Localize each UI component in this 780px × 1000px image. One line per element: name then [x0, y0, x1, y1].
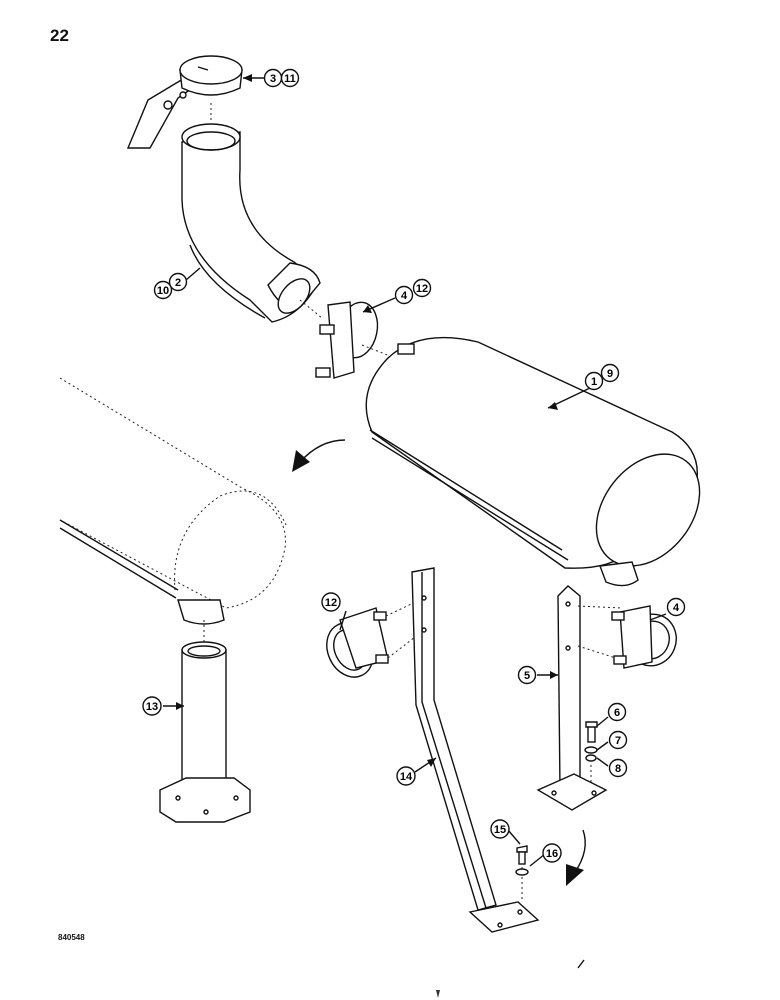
svg-text:12: 12 [416, 283, 428, 295]
drawing-code: 840548 [58, 933, 85, 942]
svg-text:10: 10 [157, 285, 169, 297]
callout-14: 14 [396, 766, 416, 786]
svg-text:11: 11 [284, 73, 296, 85]
callout-16: 16 [542, 843, 562, 863]
callout-7: 7 [608, 730, 628, 750]
svg-text:3: 3 [270, 73, 276, 85]
leader-lines [163, 74, 667, 867]
svg-text:5: 5 [524, 670, 530, 682]
callout-8: 8 [608, 758, 628, 778]
scan-artifacts [436, 959, 585, 998]
callout-15: 15 [490, 819, 510, 839]
svg-text:6: 6 [614, 707, 620, 719]
exhaust-elbow-pipe [181, 103, 321, 323]
svg-text:12: 12 [325, 597, 337, 609]
lower-left-u-clamp [326, 597, 425, 678]
curved-arrow-left [292, 439, 346, 472]
svg-text:8: 8 [615, 763, 621, 775]
upper-u-clamp [299, 299, 401, 379]
callout-6: 6 [607, 702, 627, 722]
rain-cap [126, 55, 243, 149]
callout-2: 2 [168, 272, 188, 292]
svg-text:7: 7 [615, 735, 621, 747]
angled-support-bracket [411, 567, 540, 933]
svg-text:1: 1 [591, 376, 597, 388]
callout-3: 3 [263, 68, 283, 88]
stack-pipe-with-base [159, 620, 251, 823]
callout-4-lower: 4 [666, 597, 686, 617]
callout-12-lower: 12 [321, 592, 341, 612]
callout-12-upper: 12 [412, 278, 432, 298]
callout-4-upper: 4 [394, 285, 414, 305]
page-number: 22 [50, 26, 69, 45]
lower-right-u-clamp [611, 605, 677, 669]
svg-text:13: 13 [146, 701, 158, 713]
callouts: 3 11 10 2 4 12 1 9 12 4 5 6 7 8 13 14 15… [142, 68, 686, 863]
svg-text:15: 15 [494, 824, 506, 836]
svg-text:4: 4 [673, 602, 680, 614]
bolt-washer-nut-6-7-8 [584, 721, 598, 785]
curved-arrow-down [566, 829, 586, 886]
callout-13: 13 [142, 696, 162, 716]
right-support-bracket [536, 585, 623, 811]
svg-text:4: 4 [401, 290, 408, 302]
callout-9: 9 [600, 363, 620, 383]
muffler [365, 336, 701, 587]
svg-text:14: 14 [400, 771, 413, 783]
muffler-alternate-view [59, 377, 287, 625]
bolt-and-washer-15-16 [515, 845, 529, 876]
callout-10: 10 [153, 280, 173, 300]
svg-text:16: 16 [546, 848, 558, 860]
callout-1: 1 [584, 371, 604, 391]
callout-11: 11 [280, 68, 300, 88]
svg-text:2: 2 [175, 277, 181, 289]
callout-5: 5 [517, 665, 537, 685]
svg-text:9: 9 [607, 368, 613, 380]
